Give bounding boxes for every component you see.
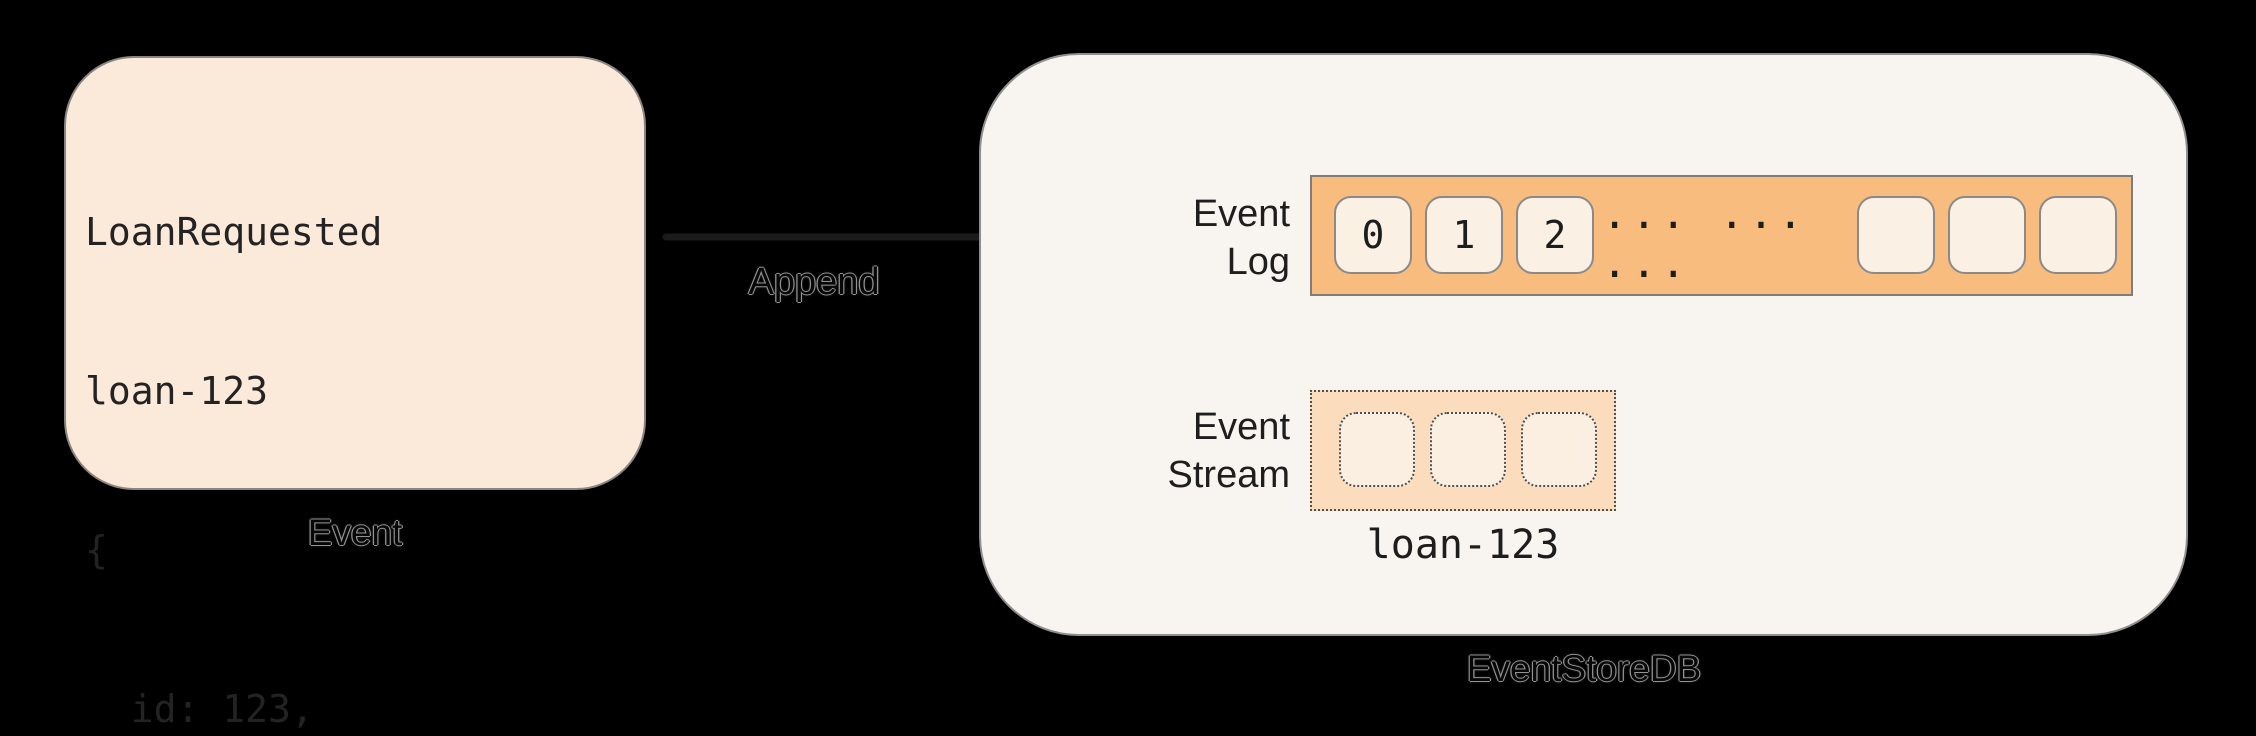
- eventstoredb-caption: EventStoreDB: [1466, 648, 1702, 689]
- event-log-label-line1: Event: [1192, 193, 1290, 235]
- event-caption: Event: [307, 512, 403, 553]
- code-line: LoanRequested: [85, 210, 383, 254]
- event-card: [64, 56, 646, 490]
- stream-cell-empty: [1521, 412, 1597, 487]
- log-cell-0: 0: [1334, 196, 1412, 274]
- event-stream-label: Event Stream: [1000, 403, 1290, 499]
- log-cell-2: 2: [1516, 196, 1594, 274]
- stream-cell-empty: [1339, 412, 1415, 487]
- code-line: loan-123: [85, 369, 269, 413]
- append-label: Append: [748, 261, 880, 303]
- event-code-block: LoanRequested loan-123 { id: 123, amount…: [85, 100, 611, 736]
- event-log-band: 0 1 2 ... ... ...: [1310, 175, 2133, 296]
- code-line: id: 123,: [85, 687, 314, 731]
- log-cell-empty: [2039, 196, 2117, 274]
- log-cell-empty: [1857, 196, 1935, 274]
- stream-name-label: loan-123: [1366, 522, 1560, 568]
- log-cell-empty: [1948, 196, 2026, 274]
- log-cell-1: 1: [1425, 196, 1503, 274]
- eventstoredb-box: [979, 53, 2188, 636]
- event-stream-label-line2: Stream: [1167, 454, 1290, 496]
- code-line: {: [85, 528, 108, 572]
- event-stream-label-line1: Event: [1192, 406, 1290, 448]
- stream-cell-empty: [1430, 412, 1506, 487]
- event-log-label-line2: Log: [1226, 241, 1290, 283]
- event-log-label: Event Log: [1000, 190, 1290, 286]
- log-ellipsis: ... ... ...: [1602, 188, 1808, 287]
- event-stream-band: [1310, 390, 1616, 511]
